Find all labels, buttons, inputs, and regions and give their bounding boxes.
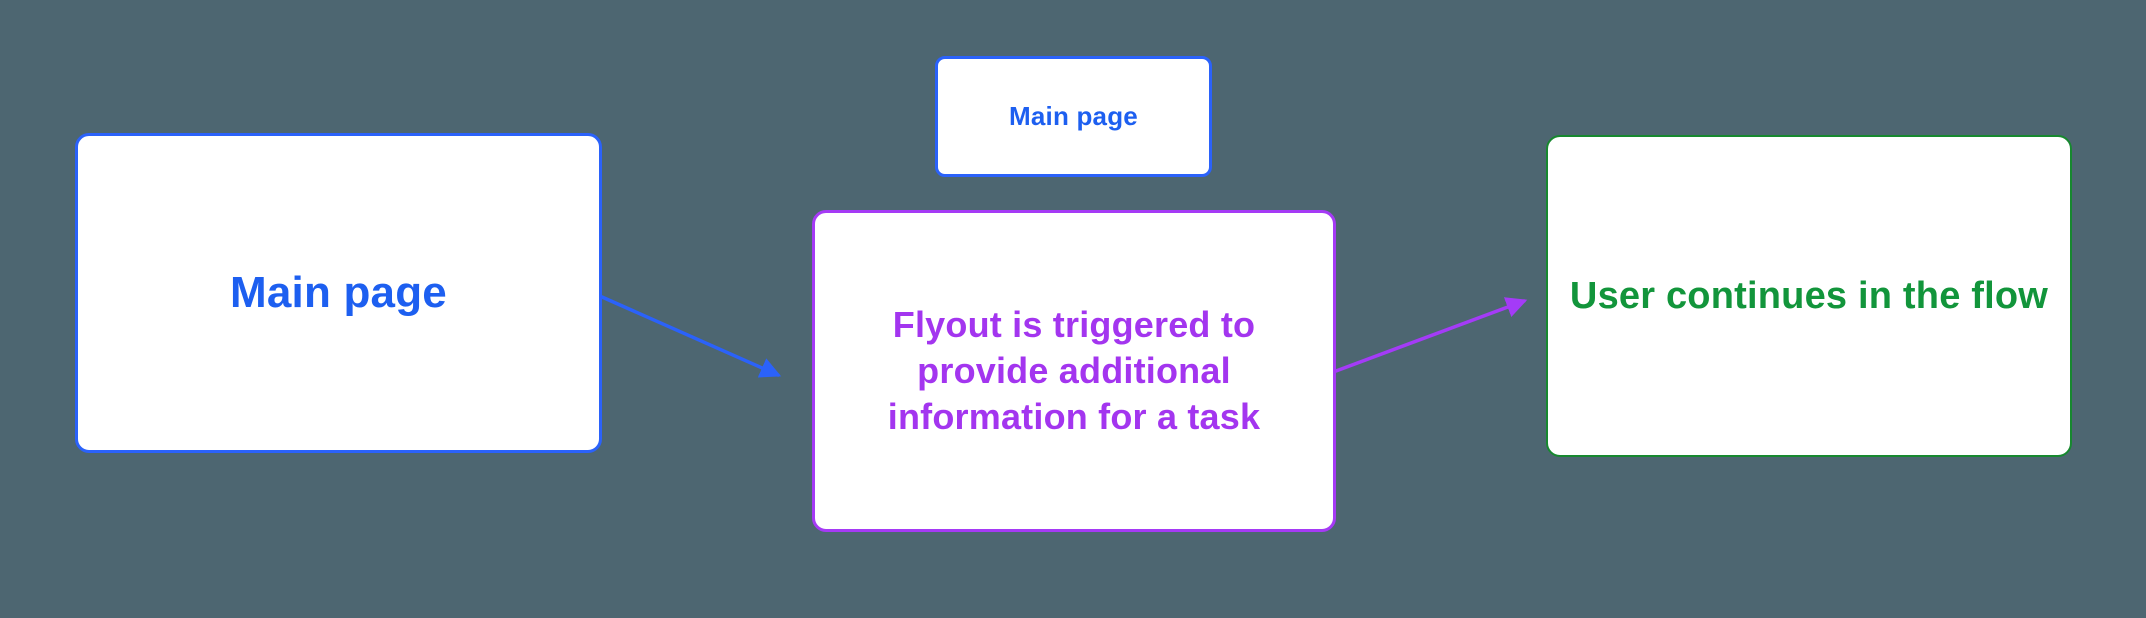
- node-user-flow[interactable]: User continues in the flow: [1546, 135, 2072, 457]
- node-main-page-small-label: Main page: [1009, 101, 1138, 131]
- node-user-flow-label: User continues in the flow: [1569, 274, 2049, 317]
- node-flyout-label: Flyout is triggered to provide additiona…: [887, 303, 1261, 438]
- node-flyout[interactable]: Flyout is triggered to provide additiona…: [812, 210, 1336, 532]
- node-main-page[interactable]: Main page: [75, 133, 602, 453]
- node-main-page-label: Main page: [230, 268, 447, 317]
- connector-flyout-to-user-flow[interactable]: [1334, 297, 1528, 373]
- connector-main-to-flyout[interactable]: [600, 295, 782, 378]
- node-main-page-small[interactable]: Main page: [935, 56, 1212, 177]
